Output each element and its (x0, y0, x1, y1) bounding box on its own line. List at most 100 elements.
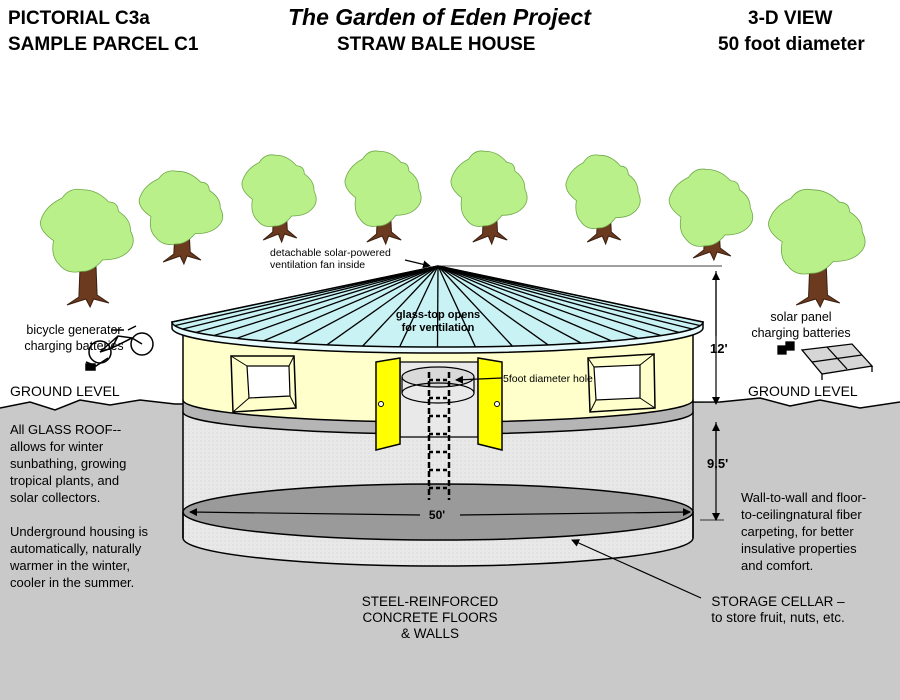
glass-top-label-line: glass-top opens (395, 309, 481, 321)
roof-rib (326, 265, 439, 346)
tree (344, 150, 422, 246)
tree-crown (668, 168, 754, 247)
roof-rib (399, 265, 439, 347)
roof-rib (174, 265, 439, 327)
storage-note-line: to store fruit, nuts, etc. (711, 610, 845, 625)
roof-rib (437, 265, 704, 323)
bicycle-generator (85, 325, 154, 371)
fan-label-line: detachable solar-powered (270, 247, 391, 259)
underground-note-line: warmer in the winter, (10, 558, 130, 573)
roof-rib (182, 265, 439, 330)
roof-rib (437, 265, 701, 327)
hole-label: 5foot diameter hole (503, 373, 593, 385)
fan-label-line: ventilation fan inside (270, 259, 366, 271)
carpet-note: Wall-to-wall and floor- to-ceilingnatura… (741, 489, 866, 574)
floor-hole (401, 366, 475, 388)
roof-rib (437, 265, 680, 334)
tree (450, 150, 528, 246)
window-right (587, 353, 656, 413)
tree-crown (138, 170, 224, 245)
roof-rib (437, 265, 513, 347)
concrete-note-line: STEEL-REINFORCED (361, 594, 499, 609)
glass-top-label-line: for ventilation (401, 322, 475, 334)
page-subtitle: STRAW BALE HOUSE (337, 34, 536, 55)
roof-rib (195, 265, 439, 334)
roof-rib (437, 265, 693, 330)
roof-rib (437, 265, 476, 347)
window-left (230, 355, 297, 413)
solar-panel-label: solar panel charging batteries (746, 309, 856, 341)
roof-rib (293, 265, 439, 344)
roof-rib (171, 265, 439, 323)
pictorial-label: PICTORIAL C3a (8, 8, 150, 29)
door-left (375, 357, 401, 451)
roof-ribs (171, 265, 704, 348)
concrete-note-line: CONCRETE FLOORS (362, 610, 498, 625)
glass-roof-note-line: solar collectors. (10, 490, 101, 505)
carpet-note-line: and comfort. (741, 558, 814, 573)
tree (668, 168, 754, 262)
trees (40, 150, 866, 309)
tree (241, 154, 317, 244)
tree-crown (565, 154, 641, 229)
fan-label: detachable solar-powered ventilation fan… (270, 247, 391, 271)
roof-rib (236, 265, 439, 340)
carpet-note-line: Wall-to-wall and floor- (741, 490, 867, 505)
height-lower-label: 9.5' (707, 456, 728, 471)
carpet-note-line: to-ceilingnatural fiber (741, 507, 862, 522)
roof-rib (263, 265, 439, 342)
glass-roof-note: All GLASS ROOF-- allows for winter sunba… (10, 421, 126, 506)
underground-note-line: Underground housing is (10, 524, 149, 539)
page-title: The Garden of Eden Project (288, 4, 591, 30)
storage-note-line: STORAGE CELLAR – (711, 594, 845, 609)
ground-level-line (0, 397, 900, 411)
tree-trunk (66, 239, 110, 309)
tree (40, 188, 134, 309)
diameter-label: 50' (429, 508, 445, 522)
carpet-note-line: insulative properties (741, 541, 857, 556)
bicycle-label: bicycle generator charging batteries (4, 322, 144, 354)
glass-roof-note-line: sunbathing, growing (10, 456, 127, 471)
roof-rib (437, 265, 612, 342)
concrete-note: STEEL-REINFORCED CONCRETE FLOORS & WALLS (340, 594, 520, 642)
height-upper-label: 12' (710, 341, 728, 356)
tree-crown (450, 150, 528, 227)
storage-note: STORAGE CELLAR – to store fruit, nuts, e… (688, 594, 868, 626)
ground-level-left: GROUND LEVEL (10, 383, 120, 399)
concrete-note-line: & WALLS (400, 626, 460, 641)
tree (138, 170, 224, 266)
roof-rib (437, 265, 549, 346)
carpet-note-line: carpeting, for better (741, 524, 854, 539)
glass-roof-note-line: All GLASS ROOF-- (10, 422, 122, 437)
door-right (477, 357, 503, 451)
glass-roof-note-line: allows for winter (10, 439, 104, 454)
solar-panel (777, 341, 874, 380)
house (171, 265, 704, 500)
solar-panel-label-line: charging batteries (751, 326, 851, 340)
roof-rib (437, 265, 662, 337)
roof-rib (437, 265, 639, 340)
tree-crown (768, 188, 866, 275)
underground-note-line: automatically, naturally (10, 541, 142, 556)
tree-crown (241, 154, 317, 228)
sample-parcel-label: SAMPLE PARCEL C1 (8, 34, 199, 55)
glass-top-label: glass-top opens for ventilation (388, 309, 488, 335)
tree-crown (344, 150, 422, 227)
bicycle-label-line: charging batteries (24, 339, 124, 353)
underground-note: Underground housing is automatically, na… (10, 523, 148, 591)
roof-rib (213, 265, 439, 337)
dimension-lines (189, 259, 724, 599)
tree (565, 154, 641, 246)
ground-level-right: GROUND LEVEL (748, 383, 858, 399)
roof-rib (437, 265, 582, 344)
bicycle-label-line: bicycle generator (26, 323, 122, 337)
diameter-note: 50 foot diameter (718, 34, 865, 55)
roof-rib (436, 265, 439, 348)
solar-panel-label-line: solar panel (770, 310, 832, 324)
underground-note-line: cooler in the summer. (10, 575, 135, 590)
ladder (427, 372, 451, 500)
view-label: 3-D VIEW (748, 8, 833, 29)
tree-crown (40, 188, 134, 273)
tree (768, 188, 866, 309)
